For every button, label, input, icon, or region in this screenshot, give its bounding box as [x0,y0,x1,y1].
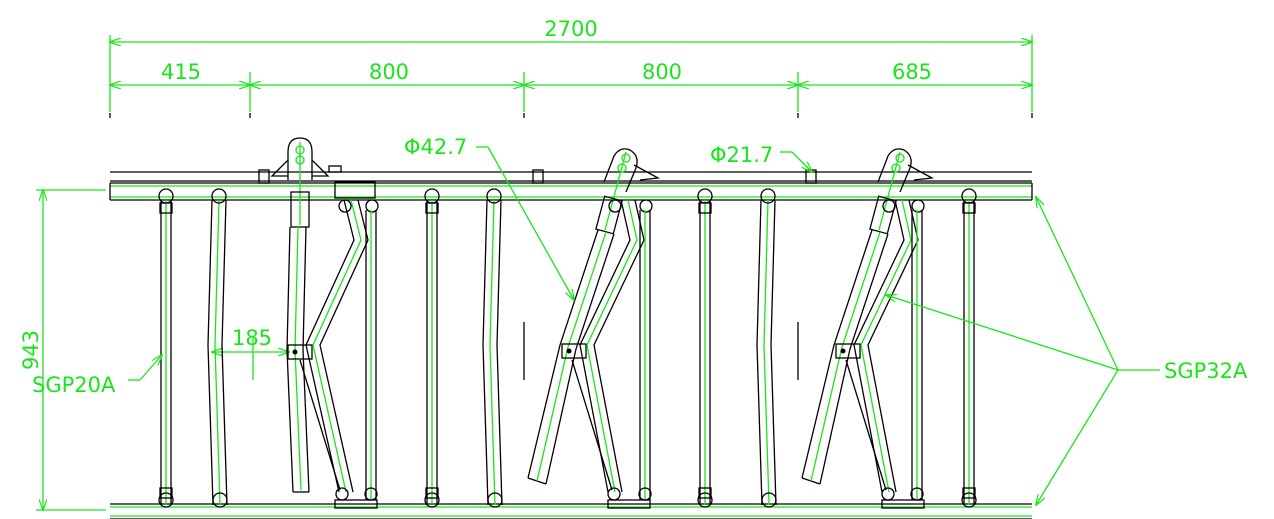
dim-segment-1: 415 [161,60,201,84]
dimension-lines [36,35,1032,510]
bent-bars [207,188,777,508]
bottom-rail [110,503,1032,519]
leader-lines [128,146,1160,505]
dim-offset: 185 [232,326,272,350]
straight-bars [158,188,977,508]
headlock-unit-1 [270,137,379,509]
dim-height: 943 [19,330,43,370]
label-thick-pipe-spec: SGP32A [1164,359,1248,383]
label-small-pipe-diameter: Φ21.7 [710,143,773,167]
dim-segment-4: 685 [892,60,932,84]
dim-segment-3: 800 [642,60,682,84]
label-thin-pipe-spec: SGP20A [32,373,116,397]
dim-segment-2: 800 [369,60,409,84]
headlock-unit-2 [527,148,661,509]
label-large-pipe-diameter: Φ42.7 [404,135,467,159]
dim-overall-width: 2700 [544,17,597,41]
headlock-unit-3 [801,148,935,509]
